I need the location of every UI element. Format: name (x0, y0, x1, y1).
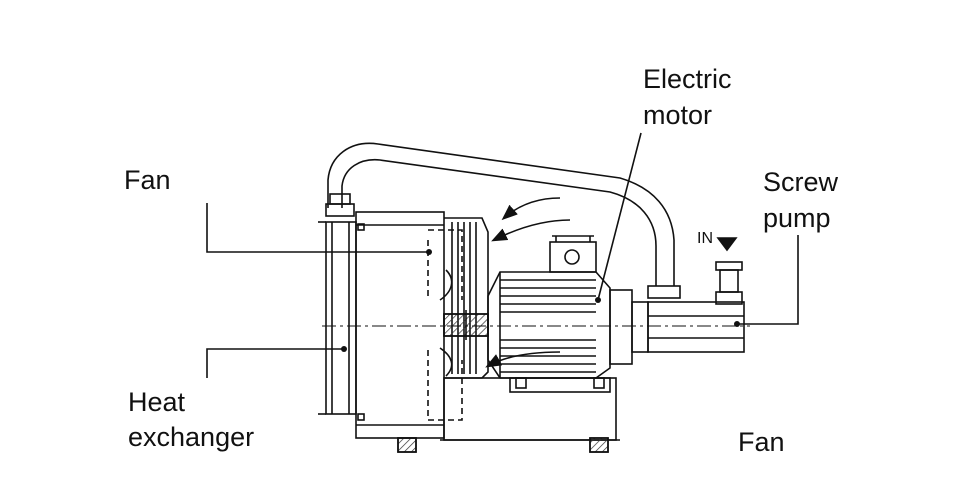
label-motor-line2: motor (643, 100, 713, 130)
label-motor-line1: Electric (643, 64, 732, 94)
label-heat-line1: Heat (128, 387, 186, 417)
leader-fan-left (206, 203, 432, 255)
foot-left (397, 437, 417, 453)
airflow-arrow-upper (501, 197, 561, 221)
label-fan-left: Fan (124, 165, 171, 195)
fan-wheel (439, 217, 489, 379)
airflow-arrow-lower (485, 351, 561, 368)
motor-terminal-box (549, 235, 597, 273)
leader-heat-exchanger (206, 346, 347, 378)
label-pump-line1: Screw (763, 167, 839, 197)
label-inlet: IN (697, 230, 713, 247)
heat-exchanger-core (318, 221, 357, 415)
label-fan-bottom: Fan (738, 427, 785, 457)
airflow-arrow-middle (491, 219, 571, 242)
return-pipe (325, 142, 681, 299)
leader-electric-motor (595, 132, 642, 303)
inlet-marker-icon (716, 237, 738, 252)
label-pump-line2: pump (763, 203, 831, 233)
foot-right (589, 437, 609, 453)
screw-pump-body (647, 261, 745, 353)
label-heat-line2: exchanger (128, 422, 255, 452)
electric-motor-body (487, 271, 611, 379)
base-frame (440, 377, 620, 441)
shaft-coupling (443, 310, 489, 340)
pump-flange (609, 289, 649, 365)
